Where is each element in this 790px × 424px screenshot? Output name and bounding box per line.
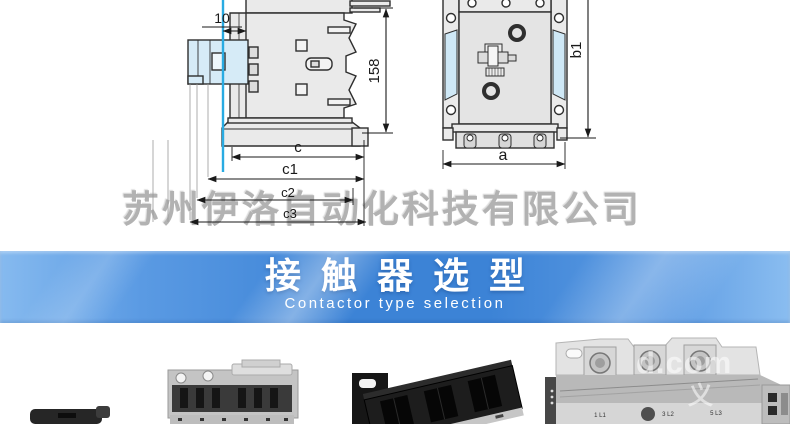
relay-terminal-label-1: 1 L1 [594,413,606,419]
dim-label-b1: b1 [568,42,585,59]
side-view-drawing [152,0,391,222]
product-photo-small-contactor [30,406,110,424]
front-view-drawing [442,0,568,149]
relay-terminal-label-2: 3 L2 [662,412,674,418]
dim-label-c2: c2 [281,185,295,200]
front-view-dimensions: b1 a [442,0,596,169]
banner-title-english: Contactor type selection [284,294,506,312]
dim-label-10: 10 [214,10,230,26]
dim-label-a: a [499,147,508,164]
relay-terminal-label-3: 5 L3 [710,411,722,417]
dim-label-158: 158 [366,58,383,83]
product-photo-gray-contactor [167,359,299,424]
banner-title-chinese: 接触器选型 [264,255,545,296]
product-photos-strip: 1 L1 3 L2 5 L3 [30,337,790,424]
side-view-accessory-block [187,39,249,85]
side-view-dimensions: 10 158 c c1 c2 c3 [189,7,393,226]
contactor-dimension-drawing: 10 158 c c1 c2 c3 [152,0,596,226]
product-photo-black-contactor [352,359,524,424]
section-banner: 接触器选型 Contactor type selection [0,251,790,323]
dim-label-c1: c1 [282,161,298,178]
product-photo-thermal-relay: 1 L1 3 L2 5 L3 [545,337,790,424]
dim-label-c3: c3 [283,206,297,221]
dim-label-c: c [294,139,302,156]
